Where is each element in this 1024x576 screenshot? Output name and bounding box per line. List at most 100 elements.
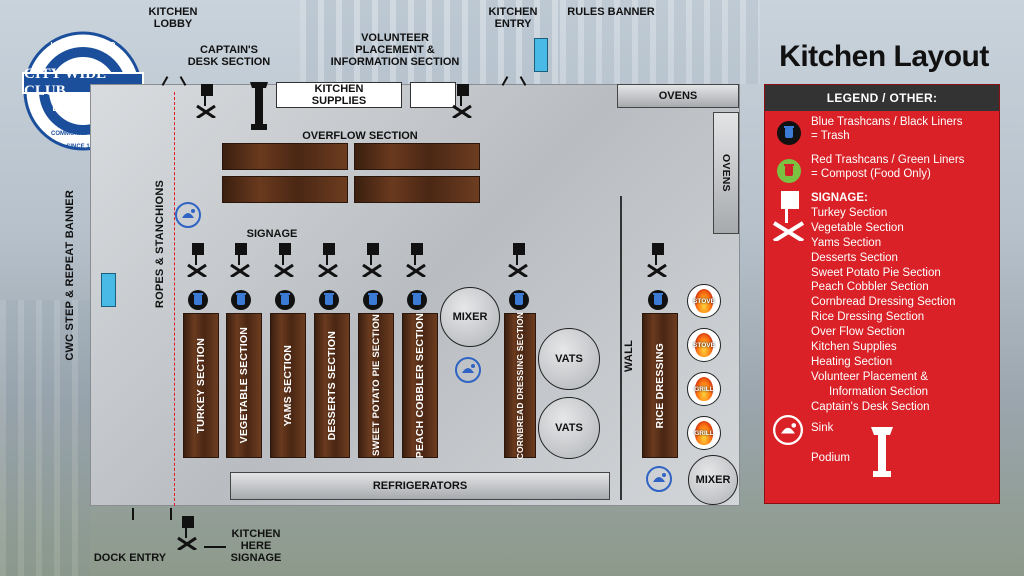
page-title: Kitchen Layout <box>779 40 989 73</box>
vats-1: VATS <box>538 328 600 390</box>
kitchen-here-pointer <box>204 546 226 548</box>
legend-signage-title: SIGNAGE: <box>811 192 868 204</box>
mixer-1: MIXER <box>440 287 500 347</box>
dock-entry-label: DOCK ENTRY <box>93 552 167 564</box>
legend-podium: Podium <box>811 452 850 464</box>
legend-signage-item: Turkey Section <box>811 206 888 219</box>
signage-icon <box>405 243 427 277</box>
station-label: DESSERTS SECTION <box>326 330 338 441</box>
station-cornbread-dressing: CORNBREAD DRESSING SECTION <box>504 311 536 460</box>
rules-banner <box>534 38 548 72</box>
legend-signage-item: Volunteer Placement & <box>811 370 928 383</box>
legend-signage-icon <box>772 191 805 241</box>
trash-can-icon <box>275 290 295 310</box>
station-label: RICE DRESSING <box>654 342 666 429</box>
legend-signage-item: Over Flow Section <box>811 326 905 339</box>
captains-desk-label: CAPTAIN'S DESK SECTION <box>187 44 271 68</box>
signage-icon <box>273 243 295 277</box>
kitchen-here-signage-icon <box>176 516 198 550</box>
refrigerators: REFRIGERATORS <box>230 472 610 500</box>
wall-text: WALL <box>623 340 635 372</box>
legend-signage-item: Heating Section <box>811 355 893 368</box>
logo-subtitle: COMMUNITY AGENCY <box>50 131 115 137</box>
trash-can-icon <box>363 290 383 310</box>
grill-label: GRILL <box>694 429 714 437</box>
legend-signage-item: Rice Dressing Section <box>811 311 925 324</box>
station-yams: YAMS SECTION <box>270 313 306 458</box>
trash-can-icon <box>509 290 529 310</box>
legend-podium-icon <box>871 427 893 477</box>
kitchen-lobby-label: KITCHEN LOBBY <box>148 6 198 30</box>
stove-icon: STOVE <box>687 328 721 362</box>
station-label: VEGETABLE SECTION <box>238 327 250 444</box>
station-rice-dressing: RICE DRESSING <box>642 313 678 458</box>
signage-label: SIGNAGE <box>246 228 298 240</box>
captains-podium <box>248 80 270 137</box>
signage-icon <box>195 84 217 118</box>
cwc-step-repeat-banner <box>101 273 116 307</box>
station-turkey: TURKEY SECTION <box>183 313 219 458</box>
ovens-side-text: OVENS <box>720 154 732 192</box>
background-building <box>300 0 560 84</box>
station-sweet-potato-pie: SWEET POTATO PIE SECTION <box>358 313 394 458</box>
signage-icon <box>507 243 529 277</box>
compost-trash-icon <box>777 159 801 183</box>
cwc-banner-label: CWC STEP & REPEAT BANNER <box>60 190 80 390</box>
dock-door-mark <box>132 508 134 520</box>
station-label: YAMS SECTION <box>282 344 294 427</box>
grill-label: GRILL <box>694 385 714 393</box>
ropes-label: ROPES & STANCHIONS <box>150 180 170 380</box>
ropes-text: ROPES & STANCHIONS <box>154 180 166 309</box>
logo-name: CITY WIDE CLUB <box>22 66 144 99</box>
grill-icon: GRILL <box>687 416 721 450</box>
blue-trash-icon <box>777 121 801 145</box>
legend-blue-trash: Blue Trashcans / Black Liners = Trash <box>811 116 963 142</box>
logo-top-arc: UNITED WE STAND <box>50 42 116 49</box>
background-building <box>560 0 760 84</box>
stove-label: STOVE <box>693 341 715 349</box>
signage-icon <box>361 243 383 277</box>
legend-header: LEGEND / OTHER: <box>765 85 999 111</box>
station-label: SWEET POTATO PIE SECTION <box>370 314 382 457</box>
volunteer-placement-label: VOLUNTEER PLACEMENT & INFORMATION SECTIO… <box>330 32 460 68</box>
wall-label: WALL <box>620 340 638 380</box>
mixer-2: MIXER <box>688 455 738 505</box>
ropes-line <box>174 92 175 506</box>
logo-bottom-arc: DIVIDED WE FALL <box>52 106 114 113</box>
sink-icon <box>646 466 672 492</box>
legend-signage-item: Cornbread Dressing Section <box>811 296 956 309</box>
station-label: PEACH COBBLER SECTION <box>414 312 426 459</box>
legend-red-trash: Red Trashcans / Green Liners = Compost (… <box>811 154 965 180</box>
sink-icon <box>175 202 201 228</box>
legend-signage-item: Kitchen Supplies <box>811 341 897 354</box>
overflow-table <box>354 143 480 170</box>
trash-can-icon <box>407 290 427 310</box>
background-building <box>0 300 90 576</box>
trash-can-icon <box>648 290 668 310</box>
trash-can-icon <box>188 290 208 310</box>
cwc-banner-text: CWC STEP & REPEAT BANNER <box>64 190 76 361</box>
vats-2: VATS <box>538 397 600 459</box>
rules-banner-label: RULES BANNER <box>567 6 655 18</box>
kitchen-here-signage-label: KITCHEN HERE SIGNAGE <box>230 528 282 564</box>
legend-signage-item: Sweet Potato Pie Section <box>811 266 941 279</box>
legend-signage-list: SIGNAGE: Turkey Section Vegetable Sectio… <box>811 191 955 415</box>
overflow-table <box>222 176 348 203</box>
ovens-side: OVENS <box>713 112 739 234</box>
legend-panel: LEGEND / OTHER: Blue Trashcans / Black L… <box>764 84 1000 504</box>
kitchen-supplies-box: KITCHEN SUPPLIES <box>276 82 402 108</box>
trash-can-icon <box>231 290 251 310</box>
signage-icon <box>317 243 339 277</box>
legend-signage-item: Captain's Desk Section <box>811 400 930 413</box>
station-desserts: DESSERTS SECTION <box>314 313 350 458</box>
stove-icon: STOVE <box>687 284 721 318</box>
volunteer-placement-box <box>410 82 456 108</box>
legend-sink: Sink <box>811 422 834 434</box>
legend-signage-item: Vegetable Section <box>811 221 904 234</box>
overflow-table <box>354 176 480 203</box>
ovens-top: OVENS <box>617 84 739 108</box>
station-peach-cobbler: PEACH COBBLER SECTION <box>402 313 438 458</box>
stove-label: STOVE <box>693 297 715 305</box>
station-label: CORNBREAD DRESSING SECTION <box>515 311 525 460</box>
trash-can-icon <box>319 290 339 310</box>
